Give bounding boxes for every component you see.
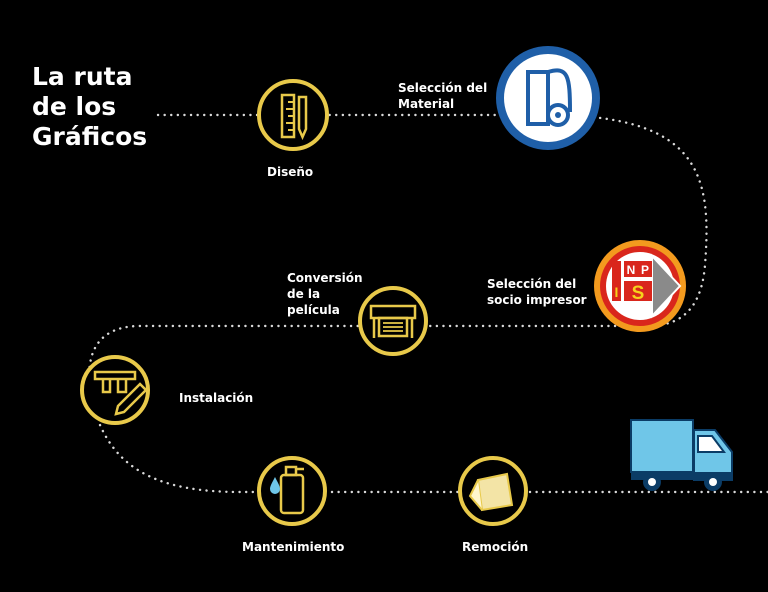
title-line-1: La ruta xyxy=(32,62,133,91)
step-label-remocion: Remoción xyxy=(462,539,528,555)
step-label-instalacion: Instalación xyxy=(179,390,253,406)
peeling-film-icon xyxy=(458,456,528,526)
logo-letter-p: P xyxy=(641,263,649,277)
step-label-line: Selección del xyxy=(398,81,488,95)
step-label-line: Material xyxy=(398,97,455,111)
step-label-line: de la xyxy=(287,287,321,301)
step-label-line: socio impresor xyxy=(487,293,587,307)
page-title: La ruta de los Gráficos xyxy=(32,62,147,152)
material-roll-icon xyxy=(496,46,600,150)
step-label-line: Diseño xyxy=(267,165,314,179)
step-label-conversion: Conversión de la película xyxy=(287,270,363,318)
step-label-line: película xyxy=(287,303,340,317)
step-label-mantenimiento: Mantenimiento xyxy=(242,539,344,555)
title-line-2: de los xyxy=(32,92,117,121)
step-label-socio: Selección del socio impresor xyxy=(487,276,587,308)
step-label-material: Selección del Material xyxy=(398,80,487,112)
step-label-line: Remoción xyxy=(462,540,529,554)
step-label-diseno: Diseño xyxy=(267,164,313,180)
step-label-line: Selección del xyxy=(487,277,577,291)
logo-letter-s: S xyxy=(632,283,645,304)
title-line-3: Gráficos xyxy=(32,122,148,151)
delivery-truck-icon xyxy=(630,419,733,491)
squeegee-pencil-icon xyxy=(80,355,150,425)
inps-logo-icon: I N P S xyxy=(594,240,686,332)
logo-letter-n: N xyxy=(627,263,636,277)
ruler-pencil-icon xyxy=(257,79,329,151)
logo-letter-i: I xyxy=(615,284,619,300)
step-label-line: Conversión xyxy=(287,271,363,285)
spray-bottle-icon xyxy=(257,456,327,526)
step-label-line: Instalación xyxy=(179,391,254,405)
step-label-line: Mantenimiento xyxy=(242,540,345,554)
printer-icon xyxy=(358,286,428,356)
